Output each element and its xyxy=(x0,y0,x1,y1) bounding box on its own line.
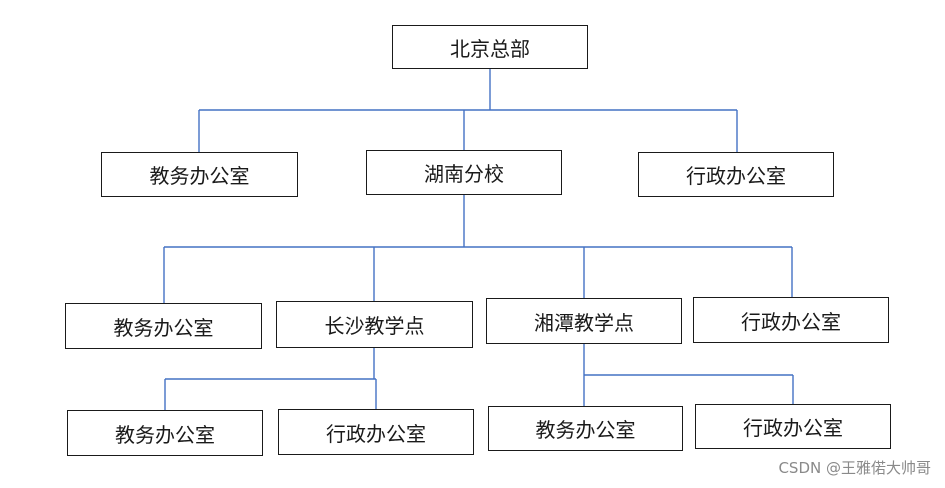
level2-node-xiangtan-site: 湘潭教学点 xyxy=(486,298,682,344)
changsha-child-academic-office: 教务办公室 xyxy=(67,410,263,456)
level2-node-label: 湘潭教学点 xyxy=(534,310,634,335)
leaf-node-label: 行政办公室 xyxy=(743,416,843,440)
root-node-beijing-hq: 北京总部 xyxy=(392,25,588,69)
level1-node-hunan-branch: 湖南分校 xyxy=(366,150,562,195)
level1-node-label: 湖南分校 xyxy=(424,162,504,186)
xiangtan-child-admin-office: 行政办公室 xyxy=(695,404,891,449)
level2-node-admin-office: 行政办公室 xyxy=(693,297,889,343)
leaf-node-label: 教务办公室 xyxy=(535,418,636,442)
level1-node-academic-office: 教务办公室 xyxy=(101,152,298,197)
changsha-child-admin-office: 行政办公室 xyxy=(278,409,474,455)
xiangtan-child-academic-office: 教务办公室 xyxy=(488,406,683,451)
level1-node-label: 行政办公室 xyxy=(686,164,786,188)
level2-node-changsha-site: 长沙教学点 xyxy=(276,301,473,348)
leaf-node-label: 教务办公室 xyxy=(115,422,215,447)
level2-node-label: 教务办公室 xyxy=(113,315,214,340)
level2-node-label: 行政办公室 xyxy=(741,309,841,334)
level2-node-academic-office: 教务办公室 xyxy=(65,303,262,349)
csdn-watermark: CSDN @王雅偌大帅哥 xyxy=(778,459,931,477)
level1-node-admin-office: 行政办公室 xyxy=(638,152,834,197)
leaf-node-label: 行政办公室 xyxy=(326,421,426,446)
root-node-label: 北京总部 xyxy=(450,36,530,61)
level1-node-label: 教务办公室 xyxy=(149,164,250,188)
level2-node-label: 长沙教学点 xyxy=(324,314,425,338)
